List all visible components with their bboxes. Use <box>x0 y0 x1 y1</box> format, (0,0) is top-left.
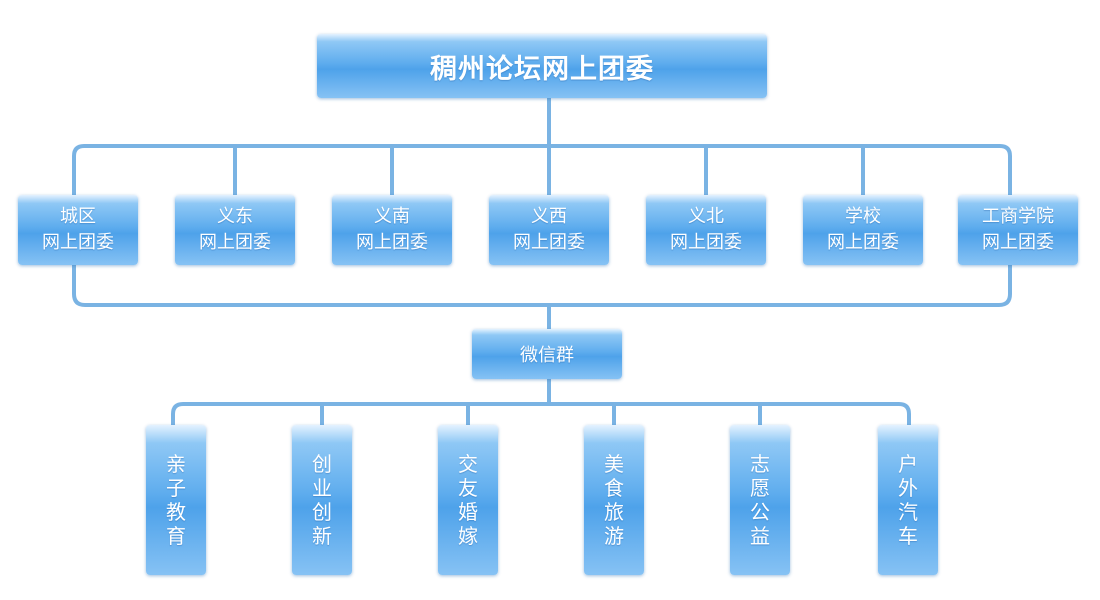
branch-node-yibei: 义北 网上团委 <box>646 195 766 265</box>
branch-node-gongshang-xueyuan: 工商学院 网上团委 <box>958 195 1078 265</box>
group-label: 户外汽车 <box>898 452 918 548</box>
branch-name: 义西 <box>531 206 567 227</box>
branch-subtitle: 网上团委 <box>513 232 585 253</box>
branch-node-yidong: 义东 网上团委 <box>175 195 295 265</box>
group-node-food-travel: 美食旅游 <box>584 425 644 575</box>
branch-node-chengqu: 城区 网上团委 <box>18 195 138 265</box>
group-label: 亲子教育 <box>166 452 186 548</box>
group-node-entrepreneurship: 创业创新 <box>292 425 352 575</box>
branch-subtitle: 网上团委 <box>42 232 114 253</box>
branch-name: 工商学院 <box>982 206 1054 227</box>
branch-subtitle: 网上团委 <box>827 232 899 253</box>
branch-subtitle: 网上团委 <box>982 232 1054 253</box>
branch-node-xuexiao: 学校 网上团委 <box>803 195 923 265</box>
connector-bottom-bracket <box>72 265 1012 307</box>
hub-label: 微信群 <box>520 345 574 366</box>
group-node-volunteer: 志愿公益 <box>730 425 790 575</box>
branch-name: 义南 <box>374 206 410 227</box>
group-label: 交友婚嫁 <box>458 452 478 548</box>
group-label: 美食旅游 <box>604 452 624 548</box>
group-label: 志愿公益 <box>750 452 770 548</box>
hub-node-wechat-group: 微信群 <box>472 329 622 379</box>
branch-node-yinan: 义南 网上团委 <box>332 195 452 265</box>
root-title-text: 稠州论坛网上团委 <box>430 53 654 85</box>
group-node-parenting: 亲子教育 <box>146 425 206 575</box>
group-node-outdoor-auto: 户外汽车 <box>878 425 938 575</box>
connector-top-bracket <box>72 144 1012 195</box>
branch-node-yixi: 义西 网上团委 <box>489 195 609 265</box>
group-node-dating: 交友婚嫁 <box>438 425 498 575</box>
branch-subtitle: 网上团委 <box>199 232 271 253</box>
connector-group-bracket <box>171 402 911 425</box>
root-node-title: 稠州论坛网上团委 <box>317 34 767 98</box>
branch-subtitle: 网上团委 <box>670 232 742 253</box>
group-label: 创业创新 <box>312 452 332 548</box>
branch-name: 学校 <box>845 206 881 227</box>
branch-name: 城区 <box>60 206 96 227</box>
branch-name: 义北 <box>688 206 724 227</box>
branch-subtitle: 网上团委 <box>356 232 428 253</box>
branch-name: 义东 <box>217 206 253 227</box>
